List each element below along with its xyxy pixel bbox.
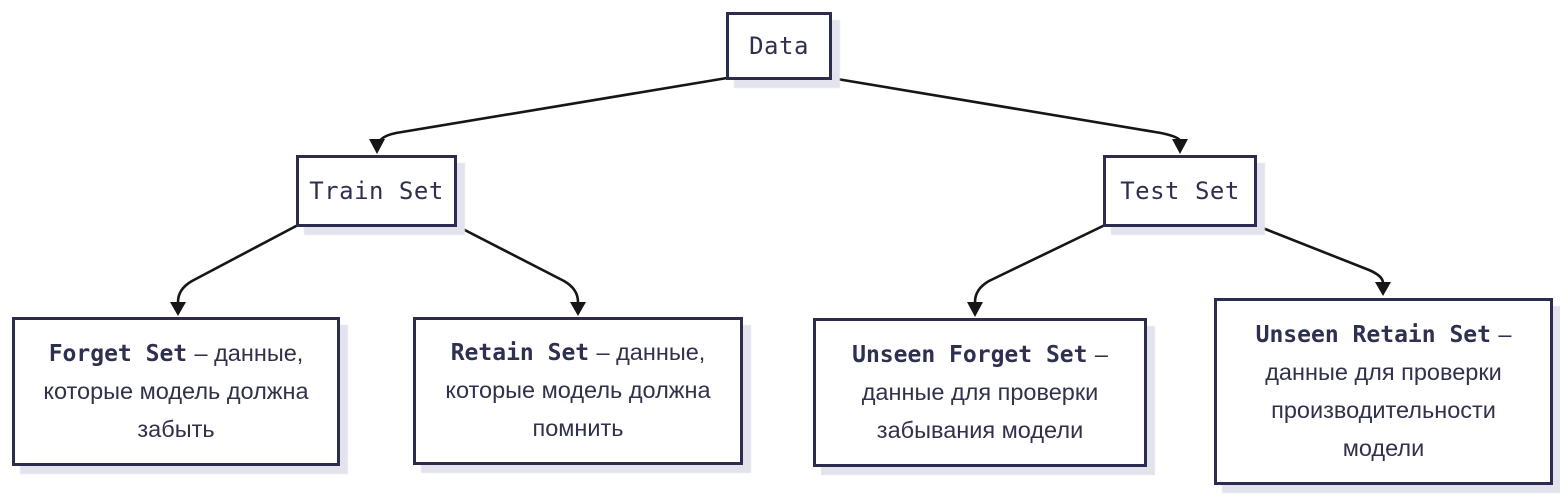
edge-train-forget — [170, 223, 300, 316]
node-forget-set-text: Forget Set – данные, которые модель долж… — [33, 335, 319, 449]
node-retain-set: Retain Set – данные, которые модель долж… — [413, 317, 743, 465]
node-data: Data — [726, 12, 832, 80]
node-unseen-forget-set-text: Unseen Forget Set – данные для проверки … — [834, 336, 1126, 450]
node-forget-set: Forget Set – данные, которые модель долж… — [12, 317, 340, 466]
node-unseen-retain-set-title: Unseen Retain Set — [1255, 321, 1491, 348]
node-forget-set-title: Forget Set — [48, 340, 188, 367]
node-forget-set-description: – данные, которые модель должна забыть — [43, 339, 309, 442]
node-test-set: Test Set — [1103, 155, 1257, 227]
node-unseen-retain-set-description: – данные для проверки производительности… — [1265, 320, 1512, 461]
node-retain-set-text: Retain Set – данные, которые модель долж… — [434, 334, 722, 448]
edge-data-train — [369, 76, 729, 154]
node-unseen-forget-set-description: – данные для проверки забывания модели — [861, 340, 1108, 443]
node-train-set: Train Set — [296, 155, 457, 227]
edge-test-unseen-forget — [967, 223, 1107, 317]
node-test-set-label: Test Set — [1120, 177, 1240, 205]
node-train-set-label: Train Set — [309, 177, 444, 205]
node-retain-set-description: – данные, которые модель должна помнить — [445, 339, 711, 441]
node-unseen-retain-set: Unseen Retain Set – данные для проверки … — [1214, 298, 1553, 485]
edge-data-test — [829, 76, 1188, 154]
node-unseen-forget-set: Unseen Forget Set – данные для проверки … — [813, 318, 1147, 467]
edge-test-unseen-retain — [1253, 223, 1391, 296]
node-unseen-retain-set-text: Unseen Retain Set – данные для проверки … — [1235, 316, 1532, 468]
edge-train-retain — [453, 223, 586, 316]
node-data-label: Data — [749, 32, 809, 60]
node-unseen-forget-set-title: Unseen Forget Set — [852, 341, 1088, 368]
node-retain-set-title: Retain Set — [450, 340, 590, 366]
